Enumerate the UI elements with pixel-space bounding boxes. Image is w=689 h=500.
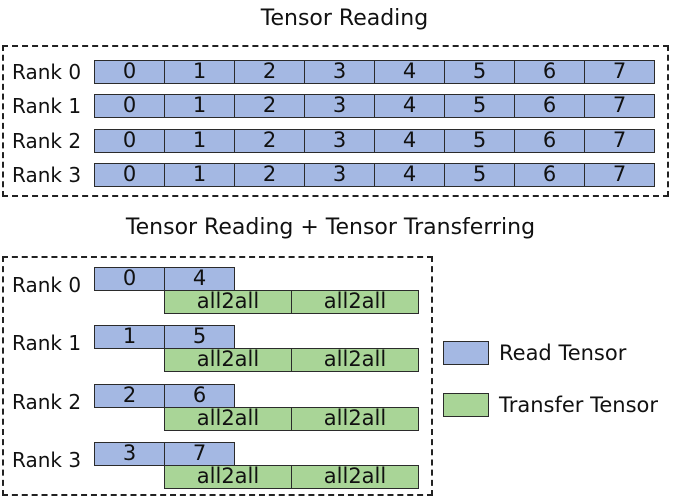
transfer-tensor-cell: all2all [164,465,292,489]
read-tensor-cell: 5 [444,94,515,118]
read-tensor-cell: 7 [584,60,655,84]
read-tensor-cell: 0 [94,267,165,291]
read-tensor-cell: 6 [514,60,585,84]
rank-label: Rank 1 [12,331,82,355]
read-tensor-cell: 2 [234,94,305,118]
read-tensor-cell: 4 [374,129,445,153]
read-tensor-cell: 6 [514,94,585,118]
transfer-tensor-cell: all2all [164,407,292,431]
rank-label: Rank 3 [12,163,82,187]
read-tensor-cell: 5 [444,163,515,187]
rank-label: Rank 3 [12,448,82,472]
read-tensor-cell: 1 [94,325,165,349]
read-tensor-cell: 5 [164,325,235,349]
read-tensor-cell: 6 [164,384,235,408]
legend-transfer-swatch [443,393,489,417]
read-tensor-cell: 4 [374,163,445,187]
transfer-tensor-cell: all2all [291,348,419,372]
read-tensor-cell: 1 [164,163,235,187]
legend-read-swatch [443,341,489,365]
transfer-tensor-cell: all2all [291,407,419,431]
read-tensor-cell: 3 [94,442,165,466]
read-tensor-cell: 0 [94,60,165,84]
read-tensor-cell: 4 [374,60,445,84]
read-tensor-cell: 7 [584,163,655,187]
read-tensor-cell: 5 [444,129,515,153]
legend-read-label: Read Tensor [499,341,627,365]
transfer-tensor-cell: all2all [291,465,419,489]
read-tensor-cell: 1 [164,94,235,118]
top-dashed-box [2,45,669,197]
read-tensor-cell: 2 [234,60,305,84]
read-tensor-cell: 6 [514,163,585,187]
top-title: Tensor Reading [260,6,429,31]
read-tensor-cell: 3 [304,60,375,84]
read-tensor-cell: 3 [304,129,375,153]
read-tensor-cell: 4 [374,94,445,118]
read-tensor-cell: 0 [94,163,165,187]
read-tensor-cell: 1 [164,60,235,84]
rank-label: Rank 1 [12,94,82,118]
read-tensor-cell: 6 [514,129,585,153]
rank-label: Rank 2 [12,390,82,414]
read-tensor-cell: 7 [164,442,235,466]
rank-label: Rank 0 [12,273,82,297]
rank-label: Rank 2 [12,129,82,153]
read-tensor-cell: 7 [584,94,655,118]
read-tensor-cell: 2 [234,129,305,153]
read-tensor-cell: 7 [584,129,655,153]
bottom-title: Tensor Reading + Tensor Transferring [125,215,536,240]
legend-transfer-label: Transfer Tensor [499,393,659,417]
read-tensor-cell: 5 [444,60,515,84]
bottom-dashed-box [2,256,433,496]
transfer-tensor-cell: all2all [164,348,292,372]
read-tensor-cell: 3 [304,94,375,118]
read-tensor-cell: 2 [234,163,305,187]
transfer-tensor-cell: all2all [291,290,419,314]
transfer-tensor-cell: all2all [164,290,292,314]
read-tensor-cell: 0 [94,94,165,118]
read-tensor-cell: 1 [164,129,235,153]
read-tensor-cell: 0 [94,129,165,153]
read-tensor-cell: 3 [304,163,375,187]
rank-label: Rank 0 [12,60,82,84]
read-tensor-cell: 4 [164,267,235,291]
read-tensor-cell: 2 [94,384,165,408]
